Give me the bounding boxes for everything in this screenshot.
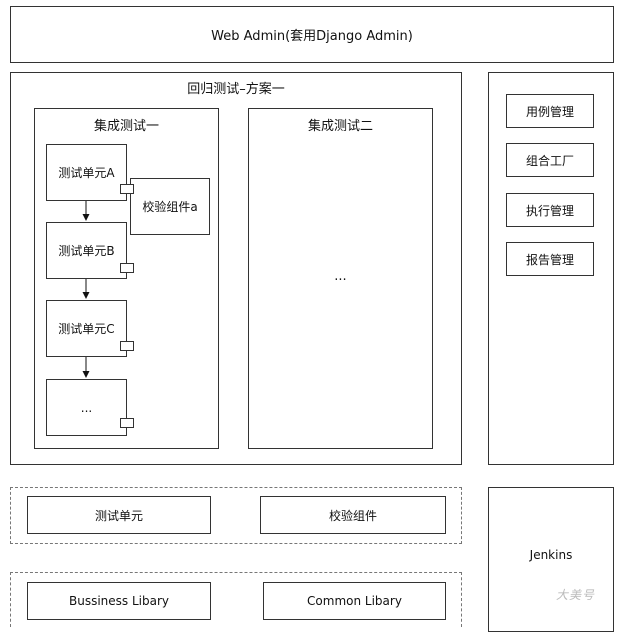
test-unit-more: ... [46, 379, 127, 436]
sidebar-item-label: 组合工厂 [525, 153, 574, 168]
integration-suite-2: 集成测试二 ... [248, 108, 433, 449]
test-unit-a: 测试单元A [46, 144, 127, 201]
test-unit-more-label: ... [80, 400, 93, 415]
plan-title: 回归测试–方案一 [187, 82, 285, 97]
component-verify: 校验组件 [260, 496, 446, 534]
sidebar-item-combination-factory: 组合工厂 [506, 143, 594, 177]
common-library-label: Common Libary [307, 594, 402, 608]
common-library: Common Libary [263, 582, 446, 620]
sidebar-item-execution-management: 执行管理 [506, 193, 594, 227]
jenkins-label: Jenkins [529, 547, 573, 562]
test-unit-b-label: 测试单元B [58, 244, 115, 258]
test-unit-c-label: 测试单元C [58, 322, 115, 336]
component-test-unit: 测试单元 [27, 496, 211, 534]
jenkins-box: Jenkins [488, 487, 614, 632]
component-verify-label: 校验组件 [328, 508, 377, 523]
test-unit-c: 测试单元C [46, 300, 127, 357]
test-unit-a-label: 测试单元A [58, 166, 115, 180]
unit-c-port [120, 341, 134, 351]
sidebar-item-label: 执行管理 [525, 203, 574, 218]
sidebar-item-label: 用例管理 [525, 104, 574, 119]
components-layer [10, 487, 462, 544]
business-library: Bussiness Libary [27, 582, 211, 620]
test-unit-b: 测试单元B [46, 222, 127, 279]
business-library-label: Bussiness Libary [68, 594, 169, 608]
component-test-unit-label: 测试单元 [94, 508, 143, 523]
unit-more-port [120, 418, 134, 428]
watermark-logo: 大美号 [556, 588, 596, 602]
verify-component-a: 校验组件a [130, 178, 210, 235]
libraries-layer [10, 572, 462, 627]
unit-b-port [120, 263, 134, 273]
sidebar-item-report-management: 报告管理 [506, 242, 594, 276]
suite-2-more: ... [334, 269, 347, 284]
suite-2-title: 集成测试二 [307, 119, 373, 134]
sidebar-item-label: 报告管理 [525, 252, 574, 267]
sidebar-item-case-management: 用例管理 [506, 94, 594, 128]
web-admin-title: Web Admin(套用Django Admin) [211, 29, 413, 44]
verify-component-a-label: 校验组件a [142, 200, 198, 214]
suite-1-title: 集成测试一 [93, 119, 159, 134]
web-admin-box: Web Admin(套用Django Admin) [10, 6, 614, 63]
unit-a-port [120, 184, 134, 194]
